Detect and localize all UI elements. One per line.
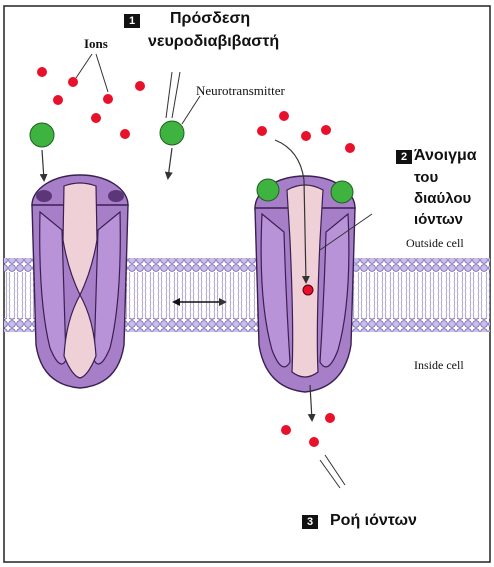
neurotransmitter-label: Neurotransmitter	[196, 83, 285, 99]
binding-arrow	[42, 150, 44, 180]
inside-cell-label: Inside cell	[414, 358, 464, 373]
ions-label: Ions	[84, 36, 108, 52]
ions-group-bottom	[281, 413, 335, 447]
step-3-badge: 3	[302, 515, 318, 529]
step-2-label-line-2: του	[414, 169, 438, 186]
neurotransmitter-molecule	[160, 121, 184, 145]
step-2-badge: 2	[396, 150, 412, 164]
step-1-badge: 1	[124, 14, 140, 28]
step-1-label-line-1: Πρόσδεση	[170, 10, 250, 28]
outside-cell-label: Outside cell	[406, 236, 464, 251]
step-3-label: Ροή ιόντων	[330, 512, 417, 530]
step-2-label-line-1: Άνοιγμα	[414, 147, 477, 165]
step-2-label-line-4: ιόντων	[414, 211, 463, 228]
neurotransmitter-molecule	[30, 123, 54, 147]
step-1-label-line-2: νευροδιαβιβαστή	[148, 33, 279, 51]
ions-group-left	[37, 67, 145, 139]
binding-arrow	[168, 148, 172, 178]
ion-channel-closed	[32, 175, 128, 388]
step-2-label-line-3: διαύλου	[414, 190, 471, 207]
